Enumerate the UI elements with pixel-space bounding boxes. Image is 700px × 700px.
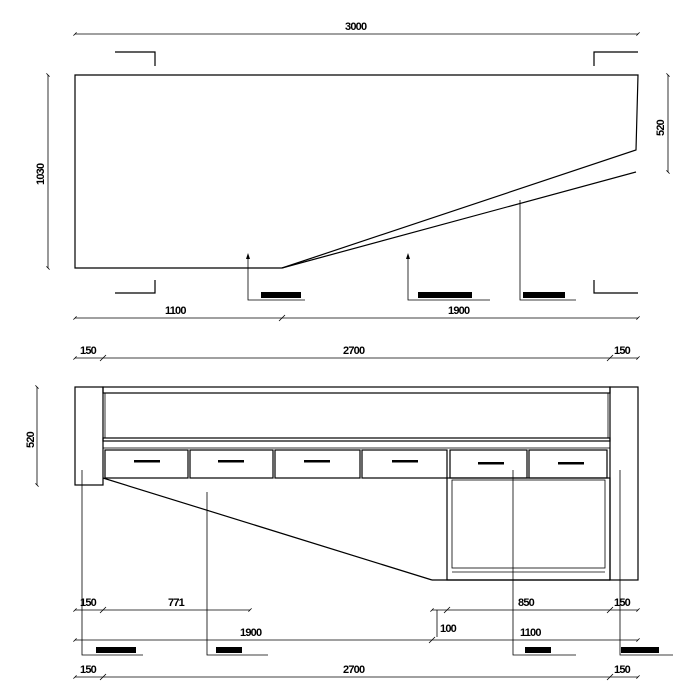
dim-tick xyxy=(443,606,451,614)
dim-1100: 1100 xyxy=(165,305,186,317)
dim-1900: 1900 xyxy=(448,305,470,317)
drawer-handle[interactable] xyxy=(558,462,584,465)
leader-4 xyxy=(619,470,673,656)
plan-outline xyxy=(74,74,639,269)
right-column xyxy=(609,386,639,581)
upper-panel xyxy=(104,392,609,439)
section-marker-tr xyxy=(593,51,638,66)
drawer[interactable] xyxy=(104,449,189,479)
lower-cabinet xyxy=(446,477,611,581)
dim-tick xyxy=(428,636,436,644)
section-marker-br xyxy=(593,280,638,294)
leader-2 xyxy=(407,255,490,301)
leader-1 xyxy=(247,255,305,301)
dim-150: 150 xyxy=(614,345,631,357)
leader-tag xyxy=(525,647,551,653)
drawers xyxy=(104,449,608,479)
drawer-rail xyxy=(102,440,611,449)
dim-tick xyxy=(99,673,107,681)
drawer-handle[interactable] xyxy=(478,462,504,465)
dim-150: 150 xyxy=(80,664,97,676)
plan-view: 3000 1030 520 1100 1900 xyxy=(35,21,670,322)
leader-3 xyxy=(512,470,576,656)
dim-150: 150 xyxy=(80,345,97,357)
dim-771: 771 xyxy=(168,597,185,609)
dim-2700: 2700 xyxy=(343,664,365,676)
drawer-handle[interactable] xyxy=(392,460,418,463)
dim-tick xyxy=(99,354,107,362)
dim-1900: 1900 xyxy=(240,627,262,639)
dim-150: 150 xyxy=(614,597,631,609)
drawer[interactable] xyxy=(189,449,274,479)
plan-inner-edge xyxy=(281,171,637,269)
drawer[interactable] xyxy=(361,449,448,479)
dim-850: 850 xyxy=(518,597,535,609)
dim-1100: 1100 xyxy=(520,627,541,639)
cabinet-opening xyxy=(451,479,606,569)
leader-tag xyxy=(418,292,472,298)
left-column xyxy=(74,386,104,486)
dim-100: 100 xyxy=(440,623,457,635)
dim-3000: 3000 xyxy=(345,21,367,33)
dim-520-right: 520 xyxy=(655,119,667,136)
section-marker-bl xyxy=(115,280,156,294)
leader-tag xyxy=(621,647,659,653)
dim-tick xyxy=(278,314,286,322)
leader-tag xyxy=(261,292,301,298)
dim-tick xyxy=(606,673,614,681)
dim-520: 520 xyxy=(25,431,37,448)
leader-2 xyxy=(206,492,268,656)
dim-tick xyxy=(99,606,107,614)
arrow-icon xyxy=(246,253,250,259)
leader-tag xyxy=(216,647,242,653)
drawer-handle[interactable] xyxy=(218,460,244,463)
drawer-handle[interactable] xyxy=(134,460,160,463)
arrow-icon xyxy=(406,253,410,259)
drawer[interactable] xyxy=(274,449,361,479)
top-rail xyxy=(102,386,611,394)
section-marker-tl xyxy=(115,51,156,66)
dim-150: 150 xyxy=(80,597,97,609)
leader-tag xyxy=(96,647,136,653)
dim-1030: 1030 xyxy=(35,163,47,185)
dim-tick xyxy=(606,354,614,362)
dim-150: 150 xyxy=(614,664,631,676)
leader-3 xyxy=(519,200,576,301)
slanted-panel-edge xyxy=(102,477,433,581)
dim-tick xyxy=(606,606,614,614)
elevation-view: 150 2700 150 520 150 771 100 850 150 190… xyxy=(25,345,673,681)
counter-edge xyxy=(102,437,611,442)
dim-2700: 2700 xyxy=(343,345,365,357)
leader-tag xyxy=(523,292,565,298)
drawer-handle[interactable] xyxy=(304,460,330,463)
leader-1 xyxy=(81,470,143,656)
